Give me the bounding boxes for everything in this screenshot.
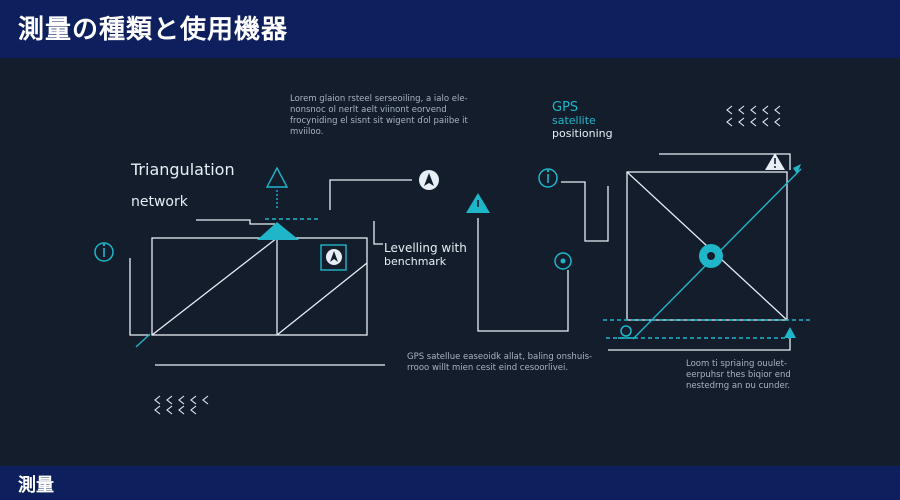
connector-info-left: [129, 258, 150, 336]
navigation-icon: [419, 170, 439, 190]
triangulation-diagonal-2: [276, 262, 368, 336]
page-title: 測量の種類と使用機器: [18, 15, 289, 45]
survey-tower-icon: [265, 166, 289, 188]
location-pin-icon: [554, 252, 572, 270]
connector-warning-mid: [477, 218, 569, 332]
info-icon: [94, 242, 114, 262]
bottom-caption-line1: GPS satellue easeoidk allat, baling onsh…: [407, 352, 592, 362]
right-caption-line3: nestedrng an ɒu cunder.: [686, 381, 790, 391]
triangulation-title-line2: network: [131, 194, 189, 210]
gps-title-line2: satellite: [552, 114, 596, 127]
top-caption-line1: Lorem ɡlaion rsteel serseoiling, a ialo …: [290, 94, 468, 104]
footer-bar: 測量: [0, 466, 900, 500]
baseline-right: [608, 338, 791, 351]
survey-diagram: Triangulation network Lorem ɡlaion rstee…: [94, 94, 812, 415]
top-caption-line2: nonsnoc ol nerlt aelt viinont eorvend: [290, 105, 447, 115]
chevron-pattern-icon: [154, 395, 209, 415]
gps-title-line1: GPS: [552, 100, 578, 115]
right-caption-line1: Loom ti spriaing ouulet-: [686, 359, 787, 369]
leveling-label-line1: Levelling with: [384, 241, 467, 255]
connector-gps-top: [659, 153, 791, 170]
connector-info-right: [561, 181, 609, 242]
leveling-label-line2: benchmark: [384, 255, 447, 268]
dashed-line-left: [135, 333, 151, 348]
triangulation-diagonal-1: [151, 237, 278, 336]
info-icon: [538, 168, 558, 188]
target-icon: [699, 244, 723, 268]
top-caption-line4: mviiloo.: [290, 127, 323, 137]
diagram-canvas: Triangulation network Lorem ɡlaion rstee…: [0, 58, 900, 466]
right-caption-line2: eerpuhsr thes biqior end: [686, 370, 791, 380]
triangulation-title-line1: Triangulation: [130, 160, 235, 179]
connector-nav-top: [329, 179, 412, 210]
warning-icon: [466, 193, 490, 213]
connector-leveling: [373, 221, 383, 245]
top-caption-line3: frocyniding el sisnt sit wigent ɗol paii…: [290, 116, 469, 126]
connector-title: [196, 219, 275, 225]
chevron-pattern-icon: [726, 105, 781, 127]
warning-icon: [765, 153, 785, 170]
benchmark-marker-icon: [784, 327, 796, 338]
surveyor-marker-icon: [618, 325, 634, 339]
bottom-caption-line2: rrooo willt mien cesit eind cesoorlivei.: [407, 363, 568, 373]
arrow-head-icon: [793, 164, 801, 174]
gps-frame: [626, 171, 788, 321]
navigation-icon: [320, 244, 347, 271]
gps-title-line3: positioning: [552, 127, 613, 140]
triangulation-apex-marker: [257, 222, 299, 240]
header-bar: 測量の種類と使用機器: [0, 0, 900, 58]
footer-label: 測量: [18, 475, 54, 496]
